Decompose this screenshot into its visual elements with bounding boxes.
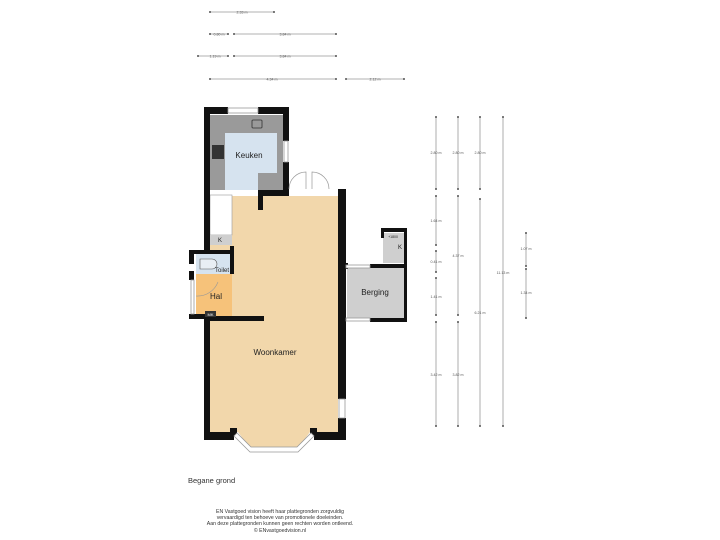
floor-title: Begane grond xyxy=(188,476,236,485)
room-label-hal: Hal xyxy=(210,292,222,301)
hal-floor xyxy=(196,274,232,316)
windows xyxy=(190,107,371,453)
disclaimer-line: EN Vastgoed vision heeft haar plattegron… xyxy=(216,509,344,515)
room-label-berging: Berging xyxy=(361,288,389,297)
dim-label: 6.21 m xyxy=(475,311,486,315)
room-label-toilet: Toilet xyxy=(215,268,229,274)
height-note: +1800 xyxy=(388,235,398,239)
dim-label: 3.82 m xyxy=(453,373,464,377)
dim-label: 3.84 m xyxy=(280,32,291,36)
room-fills xyxy=(196,115,405,448)
vertical-dimensions: 2.80 m 1.64 m 0.41 m 1.41 m 3.42 m 2.80 … xyxy=(431,116,532,427)
dim-label: 3.42 m xyxy=(431,373,442,377)
room-label-kast-berging: K xyxy=(398,245,402,251)
dim-label: 2.80 m xyxy=(431,151,442,155)
disclaimer-line: Aan deze plattegronden kunnen geen recht… xyxy=(206,521,354,528)
dim-label: 2.80 m xyxy=(453,151,464,155)
horizontal-dimensions: 2.33 m 0.80 m 3.84 m 1.19 m 3.84 m 4.34 … xyxy=(197,10,405,81)
disclaimer-line: vervaardigd ten behoeve van promotionele… xyxy=(216,515,344,522)
dim-label: 3.84 m xyxy=(280,54,291,58)
dim-label: 1.07 m xyxy=(521,247,532,251)
dim-label: 0.41 m xyxy=(431,260,442,264)
dim-label: 1.19 m xyxy=(210,54,221,58)
room-label-keuken: Keuken xyxy=(235,151,262,160)
dim-label: 1.34 m xyxy=(521,291,532,295)
dim-label: 2.12 m xyxy=(370,77,381,81)
room-label-kast: K xyxy=(218,238,222,244)
berging-floor xyxy=(347,268,405,318)
dim-label: 2.80 m xyxy=(475,151,486,155)
stairs xyxy=(209,194,233,236)
walls xyxy=(189,107,407,440)
dim-label: 1.41 m xyxy=(431,295,442,299)
dim-label: 4.37 m xyxy=(453,254,464,258)
dim-label: 4.34 m xyxy=(267,77,278,81)
dim-label: 2.33 m xyxy=(237,10,248,14)
dim-label: 0.80 m xyxy=(214,32,225,36)
dim-label: 11.13 m xyxy=(497,271,510,275)
dim-label: 1.64 m xyxy=(431,219,442,223)
kast-trap xyxy=(210,235,232,245)
woonkamer-floor xyxy=(210,196,338,448)
room-label-woonkamer: Woonkamer xyxy=(254,348,297,357)
disclaimer: EN Vastgoed vision heeft haar plattegron… xyxy=(180,509,380,534)
kast-berging-floor xyxy=(383,233,405,263)
disclaimer-line: © ENvastgoedvision.nl xyxy=(253,527,307,534)
room-label-meterkast: MK xyxy=(208,312,214,317)
